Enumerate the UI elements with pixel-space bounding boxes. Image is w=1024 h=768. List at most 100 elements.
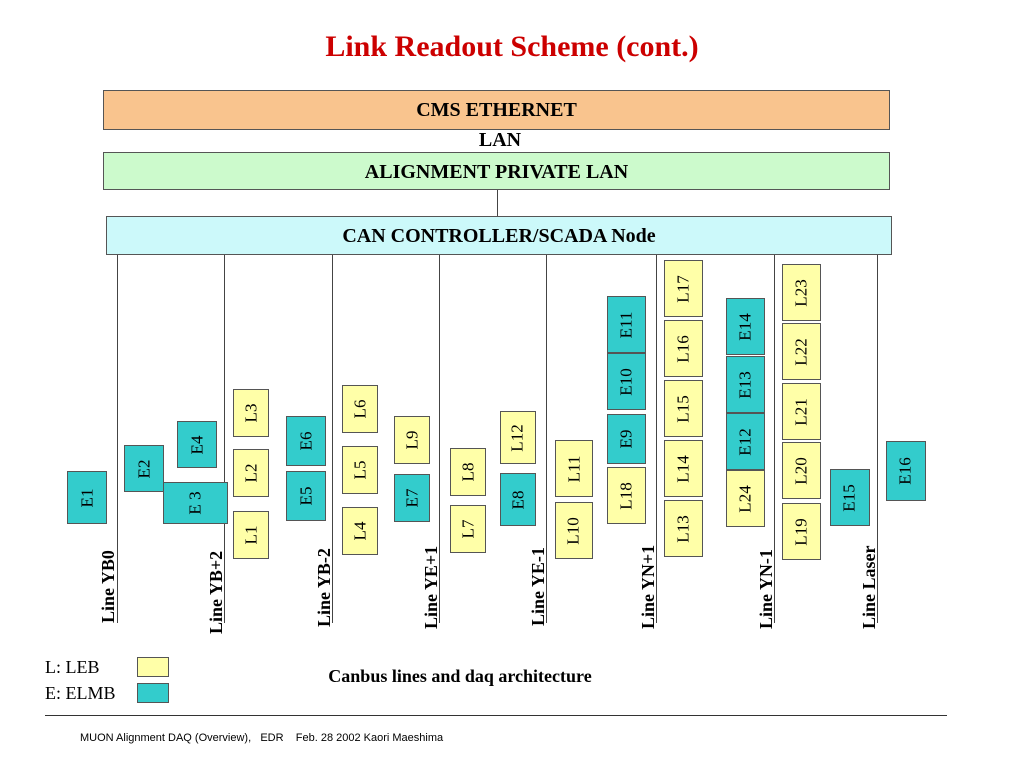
elmb-module-e10: E10: [607, 353, 646, 410]
canbus-line-yn-plus-1: [656, 255, 657, 623]
module-label: L11: [563, 455, 583, 482]
module-label: E8: [507, 490, 527, 509]
cms-ethernet-lan-label: LAN: [478, 129, 522, 151]
elmb-module-e16: E16: [886, 441, 926, 501]
legend-elmb-swatch: [137, 683, 169, 703]
leb-module-l6: L6: [342, 385, 378, 433]
leb-module-l21: L21: [782, 383, 821, 440]
leb-module-l24: L24: [726, 470, 765, 527]
module-label: L4: [349, 521, 369, 541]
module-label: E5: [295, 486, 315, 506]
leb-module-l16: L16: [664, 320, 703, 377]
elmb-module-e13: E13: [726, 356, 765, 413]
module-label: L20: [791, 456, 811, 485]
lan-to-can-connector: [497, 190, 498, 216]
leb-module-l17: L17: [664, 260, 703, 317]
leb-module-l9: L9: [394, 416, 430, 464]
module-label: L22: [791, 337, 811, 366]
leb-module-l1: L1: [233, 511, 269, 559]
module-label: L15: [673, 394, 693, 423]
elmb-module-e9: E9: [607, 414, 646, 464]
elmb-module-e14: E14: [726, 298, 765, 355]
canbus-line-yb-minus-2: [332, 255, 333, 623]
module-label: L19: [791, 517, 811, 546]
alignment-private-lan-bar: ALIGNMENT PRIVATE LAN: [103, 152, 890, 190]
module-label: E10: [616, 367, 636, 396]
page-title: Link Readout Scheme (cont.): [325, 30, 699, 63]
module-label: E6: [295, 431, 315, 451]
leb-module-l10: L10: [555, 502, 593, 559]
elmb-module-e2: E2: [124, 445, 164, 492]
line-label-yb-plus-2: Line YB+2: [206, 550, 226, 634]
module-label: L17: [673, 274, 693, 303]
leb-module-l20: L20: [782, 442, 821, 499]
alignment-private-lan-label: ALIGNMENT PRIVATE LAN: [364, 161, 629, 183]
line-label-ye-plus-1: Line YE+1: [421, 545, 441, 629]
module-label: L14: [673, 454, 693, 483]
leb-module-l5: L5: [342, 446, 378, 494]
module-label: L5: [349, 460, 369, 480]
line-label-yn-plus-1: Line YN+1: [638, 544, 658, 629]
module-label: L18: [616, 481, 636, 510]
module-label: L1: [240, 525, 260, 545]
module-label: L3: [240, 403, 260, 423]
elmb-module-e5: E5: [286, 471, 326, 521]
line-label-yn-minus-1: Line YN-1: [756, 549, 776, 629]
module-label: E1: [76, 488, 96, 507]
module-label: E9: [616, 429, 636, 449]
module-label: L16: [673, 334, 693, 363]
module-label: L8: [457, 462, 477, 482]
leb-module-l2: L2: [233, 449, 269, 497]
leb-module-l14: L14: [664, 440, 703, 497]
leb-module-l11: L11: [555, 440, 593, 497]
line-label-laser: Line Laser: [859, 545, 879, 630]
module-label: E13: [735, 370, 755, 399]
footer-divider: [45, 715, 947, 716]
module-label: L2: [240, 463, 260, 483]
module-label: E12: [735, 427, 755, 456]
module-label: E15: [839, 483, 859, 512]
module-label: L12: [507, 423, 527, 452]
leb-module-l23: L23: [782, 264, 821, 321]
legend-elmb-label: E: ELMB: [45, 683, 116, 703]
elmb-module-e4: E4: [177, 421, 217, 468]
leb-module-l15: L15: [664, 380, 703, 437]
leb-module-l12: L12: [500, 411, 536, 464]
module-label: E4: [186, 435, 206, 454]
module-label: L6: [349, 399, 369, 419]
legend-leb-swatch: [137, 657, 169, 677]
cms-ethernet-lan-bar: CMS ETHERNET: [103, 90, 890, 130]
module-label: L7: [457, 519, 477, 539]
elmb-module-e7: E7: [394, 474, 430, 522]
elmb-module-e12: E12: [726, 413, 765, 470]
module-label: E2: [133, 459, 153, 478]
module-label: L23: [791, 278, 811, 307]
line-label-yb-minus-2: Line YB-2: [314, 548, 334, 627]
footer-text: MUON Alignment DAQ (Overview), EDR Feb. …: [80, 732, 444, 744]
module-label: L13: [673, 514, 693, 543]
leb-module-l22: L22: [782, 323, 821, 380]
can-controller-label: CAN CONTROLLER/SCADA Node: [342, 225, 656, 247]
elmb-module-e11: E11: [607, 296, 646, 353]
module-label: L10: [563, 516, 583, 545]
leb-module-l13: L13: [664, 500, 703, 557]
module-label: L24: [735, 484, 755, 513]
canbus-line-ye-plus-1: [439, 255, 440, 623]
can-controller-bar: CAN CONTROLLER/SCADA Node: [106, 216, 892, 255]
elmb-module-e15: E15: [830, 469, 870, 526]
leb-module-l19: L19: [782, 503, 821, 560]
canbus-line-laser: [877, 255, 878, 623]
module-label: E14: [735, 312, 755, 341]
module-label: L9: [401, 430, 421, 450]
leb-module-l4: L4: [342, 507, 378, 555]
leb-module-l18: L18: [607, 467, 646, 524]
canbus-line-yn-minus-1: [774, 255, 775, 623]
module-label: L21: [791, 397, 811, 426]
elmb-module-e6: E6: [286, 416, 326, 466]
module-label: E7: [401, 488, 421, 508]
cms-ethernet-label: CMS ETHERNET: [416, 99, 577, 121]
elmb-module-e8: E8: [500, 473, 536, 526]
line-label-yb0: Line YB0: [98, 550, 118, 623]
canbus-line-yb-plus-2: [224, 255, 225, 623]
elmb-module-e3: E 3: [163, 482, 228, 524]
